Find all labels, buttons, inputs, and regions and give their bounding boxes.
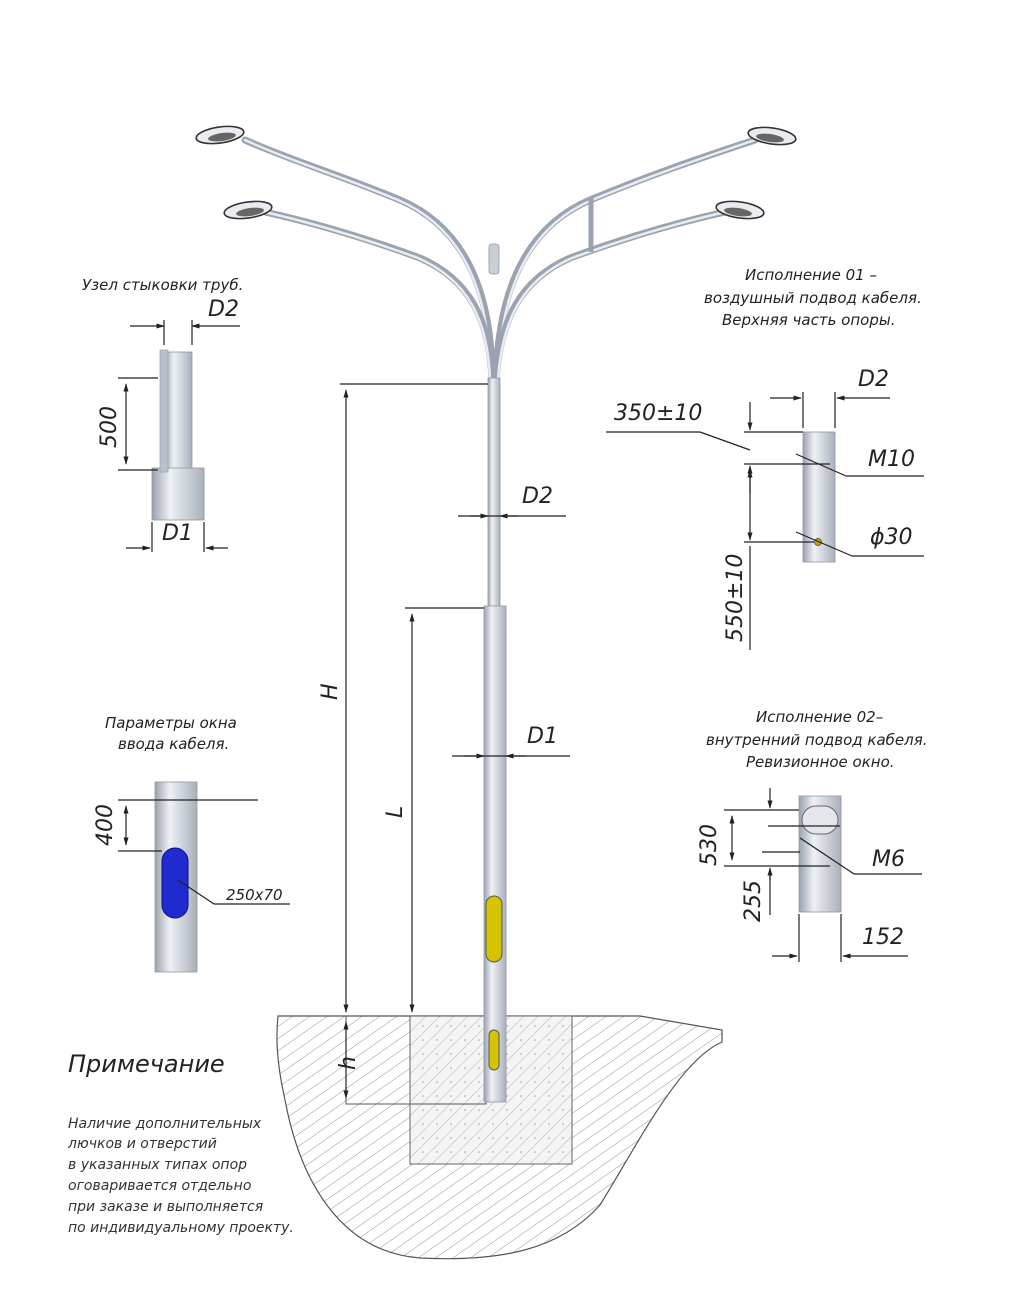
main-d1-label: D1 — [527, 724, 558, 749]
note-line: в указанных типах опор — [68, 1157, 247, 1173]
window-title-1: Параметры окна — [105, 714, 237, 732]
v01-350-label: 350±10 — [614, 401, 702, 426]
variant02-line2: внутренний подвод кабеля. — [706, 731, 928, 749]
main-h-label: H — [318, 683, 343, 700]
window-size-label: 250х70 — [226, 886, 283, 904]
note-title: Примечание — [68, 1050, 225, 1078]
variant01-line3: Верхняя часть опоры. — [722, 311, 895, 329]
main-pole — [195, 125, 797, 1103]
luminaire-top-left — [195, 125, 245, 145]
v02-530-label: 530 — [697, 824, 722, 866]
v01-550-label: 550±10 — [723, 554, 748, 642]
cable-entry-window — [488, 1029, 500, 1071]
variant-02-detail: Исполнение 02– внутренний подвод кабеля.… — [697, 708, 928, 962]
v02-m6-label: M6 — [872, 847, 905, 872]
v01-d2-label: D2 — [858, 367, 889, 392]
v01-m10-label: M10 — [868, 447, 915, 472]
variant01-line2: воздушный подвод кабеля. — [704, 289, 922, 307]
variant02-line1: Исполнение 02– — [756, 708, 883, 726]
luminaire-mid-right — [715, 200, 765, 220]
joint-500-label: 500 — [97, 406, 122, 448]
luminaire-top-right — [747, 126, 797, 146]
luminaire-mid-left — [223, 200, 273, 220]
v01-phi30-label: ϕ30 — [870, 525, 913, 550]
note-block: Примечание Наличие дополнительных лючков… — [67, 1050, 294, 1236]
variant02-line3: Ревизионное окно. — [746, 753, 895, 771]
main-l-label: L — [383, 806, 408, 818]
main-d2-label: D2 — [522, 484, 553, 509]
variant-01-detail: Исполнение 01 – воздушный подвод кабеля.… — [606, 266, 924, 650]
note-line: оговаривается отдельно — [68, 1178, 251, 1194]
variant01-line1: Исполнение 01 – — [745, 266, 877, 284]
note-line: при заказе и выполняется — [68, 1199, 263, 1215]
note-line: по индивидуальному проекту. — [68, 1220, 294, 1236]
window-400-label: 400 — [93, 804, 118, 846]
joint-detail: Узел стыковки труб. D2 500 D1 — [82, 276, 243, 552]
v02-255-label: 255 — [741, 880, 766, 922]
cable-window-shape — [161, 847, 189, 919]
main-dimensions: H L h D2 D1 — [318, 383, 570, 1099]
joint-d2-label: D2 — [208, 297, 239, 322]
v02-152-label: 152 — [862, 925, 904, 950]
main-h-ground-label: h — [336, 1056, 361, 1070]
ground-section — [276, 1015, 723, 1260]
window-title-2: ввода кабеля. — [118, 735, 229, 753]
note-line: Наличие дополнительных — [68, 1116, 262, 1132]
revision-window — [485, 895, 503, 963]
joint-title: Узел стыковки труб. — [82, 276, 243, 294]
cable-window-detail: Параметры окна ввода кабеля. 400 250х70 — [93, 714, 290, 973]
joint-d1-label: D1 — [162, 521, 193, 546]
note-line: лючков и отверстий — [67, 1136, 217, 1152]
